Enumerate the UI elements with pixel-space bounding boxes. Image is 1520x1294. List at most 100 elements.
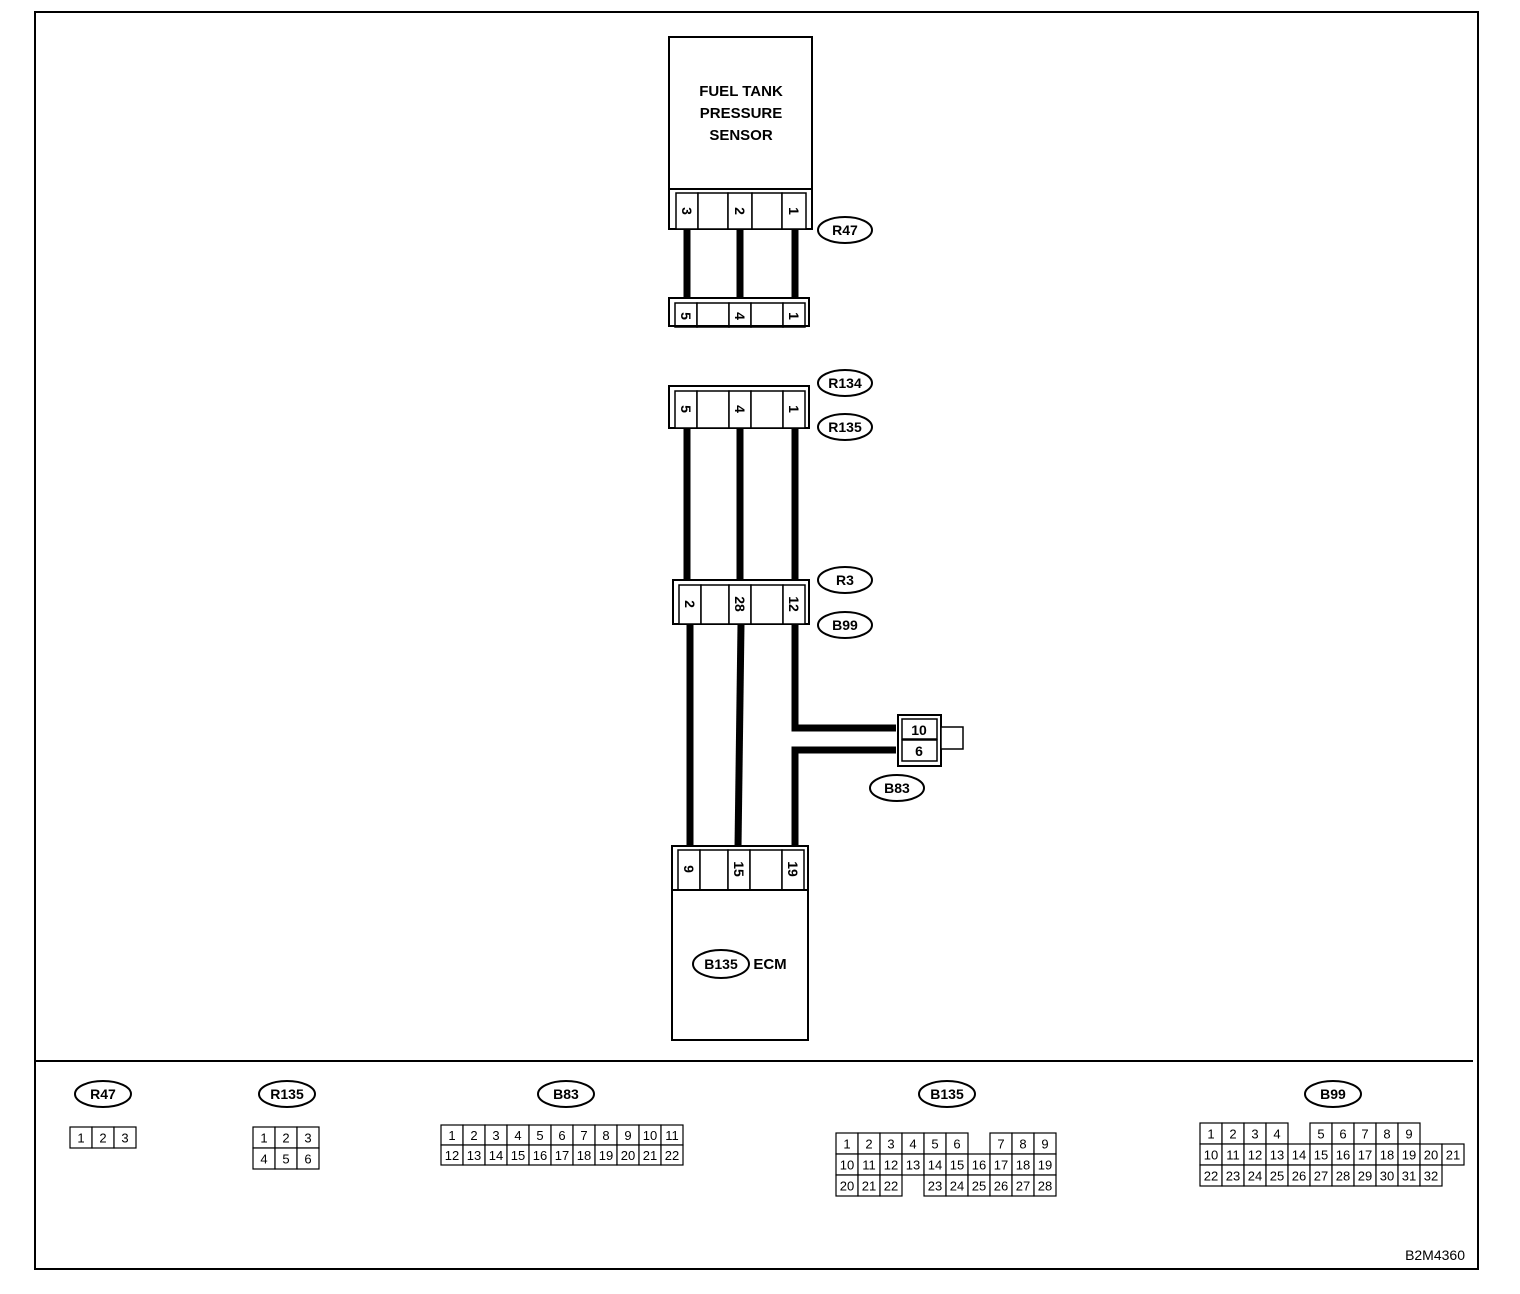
- legend-pin-label: 2: [470, 1128, 477, 1143]
- legend-pin-label: 19: [1038, 1158, 1052, 1173]
- tag-r135: R135: [817, 413, 873, 441]
- legend-pin-label: 26: [994, 1179, 1008, 1194]
- ecm-connector-tag: [692, 949, 750, 979]
- legend-pin-label: 10: [1204, 1148, 1218, 1163]
- ecm-label: ECM: [753, 956, 786, 973]
- legend-pin-label: 1: [260, 1131, 267, 1146]
- legend-pin-label: 1: [1207, 1127, 1214, 1142]
- r3-pin-2: 2: [682, 600, 698, 608]
- legend-pin-label: 3: [887, 1137, 894, 1152]
- legend-pin-label: 11: [1226, 1148, 1240, 1163]
- legend-pin-label: 5: [282, 1152, 289, 1167]
- legend-pin-label: 27: [1016, 1179, 1030, 1194]
- legend-cell: [1033, 1174, 1057, 1197]
- legend-pin-label: 18: [1016, 1158, 1030, 1173]
- svg-text:R135: R135: [828, 419, 862, 435]
- legend-cell: [296, 1147, 320, 1170]
- legend-pin-label: 2: [282, 1131, 289, 1146]
- b83-pin-10: 10: [911, 722, 927, 738]
- ecm-pin-15: 15: [731, 861, 747, 877]
- legend-pin-label: 13: [906, 1158, 920, 1173]
- legend-cell: [113, 1126, 137, 1149]
- legend-pin-label: 3: [121, 1131, 128, 1146]
- legend-pin-label: 6: [1339, 1127, 1346, 1142]
- r135-pin-4: 4: [732, 405, 748, 413]
- legend-pin-label: 31: [1402, 1169, 1416, 1184]
- legend-pin-label: 18: [1380, 1148, 1394, 1163]
- svg-text:R47: R47: [832, 222, 858, 238]
- legend-pin-label: 15: [1314, 1148, 1328, 1163]
- legend-pin-label: 3: [304, 1131, 311, 1146]
- legend-pin-label: 9: [624, 1128, 631, 1143]
- legend-pin-label: 4: [909, 1137, 916, 1152]
- tag-r134: R134: [817, 369, 873, 397]
- legend-pin-label: 3: [1251, 1127, 1258, 1142]
- legend-pin-label: 4: [514, 1128, 521, 1143]
- legend-pin-label: 20: [840, 1179, 854, 1194]
- legend-pin-label: 5: [931, 1137, 938, 1152]
- svg-text:R134: R134: [828, 375, 862, 391]
- legend-pin-label: 19: [599, 1148, 613, 1163]
- legend-pin-label: 19: [1402, 1148, 1416, 1163]
- legend-pin-label: 29: [1358, 1169, 1372, 1184]
- legend-cell: [1441, 1143, 1465, 1166]
- legend-pin-label: 16: [533, 1148, 547, 1163]
- legend-pin-label: 14: [928, 1158, 942, 1173]
- tag-b99: B99: [817, 611, 873, 639]
- legend-pin-label: 3: [492, 1128, 499, 1143]
- r47-pin-1: 1: [786, 207, 802, 215]
- legend-pin-label: 15: [950, 1158, 964, 1173]
- r47-pin-2: 2: [732, 207, 748, 215]
- b83-pin-6: 6: [915, 743, 923, 759]
- legend-pin-label: 2: [865, 1137, 872, 1152]
- legend-pin-label: 28: [1336, 1169, 1350, 1184]
- wires-r135-to-r3: [683, 428, 799, 580]
- legend-pin-label: 32: [1424, 1169, 1438, 1184]
- legend-pin-label: 20: [1424, 1148, 1438, 1163]
- legend-tag-b83: B83: [553, 1086, 579, 1102]
- legend-pin-label: 1: [77, 1131, 84, 1146]
- legend-pin-label: 1: [843, 1137, 850, 1152]
- legend-pin-label: 11: [862, 1158, 876, 1173]
- r134-pin-1: 1: [786, 312, 802, 320]
- legend-cell: [879, 1174, 903, 1197]
- legend-pin-label: 12: [445, 1148, 459, 1163]
- connector-r3-b99: 2 28 12: [672, 579, 810, 625]
- diagram-frame: [34, 11, 1479, 1270]
- legend-pin-label: 4: [260, 1152, 267, 1167]
- legend-pin-label: 21: [1446, 1148, 1460, 1163]
- legend-pin-label: 8: [1019, 1137, 1026, 1152]
- connector-b83: 10 6: [897, 714, 964, 767]
- legend-pin-label: 6: [953, 1137, 960, 1152]
- legend-pin-label: 22: [1204, 1169, 1218, 1184]
- connector-b135-ecm-pins: 9 15 19: [671, 845, 809, 891]
- legend-pin-label: 6: [558, 1128, 565, 1143]
- legend-pin-label: 26: [1292, 1169, 1306, 1184]
- legend-pin-label: 18: [577, 1148, 591, 1163]
- connector-r134-r135-block: 5 4 1: [668, 385, 810, 429]
- legend-pin-label: 17: [994, 1158, 1008, 1173]
- fuel-tank-pressure-sensor: FUEL TANK PRESSURE SENSOR: [668, 36, 813, 190]
- legend-cell: [660, 1144, 684, 1166]
- legend-pin-label: 27: [1314, 1169, 1328, 1184]
- ecm-pin-19: 19: [785, 861, 801, 877]
- legend-pin-label: 24: [950, 1179, 964, 1194]
- figure-code: B2M4360: [1405, 1247, 1465, 1263]
- legend-pin-label: 13: [467, 1148, 481, 1163]
- ecm-box: B135 ECM: [671, 889, 809, 1041]
- legend-pin-label: 23: [1226, 1169, 1240, 1184]
- legend-pin-label: 22: [884, 1179, 898, 1194]
- legend-pin-label: 4: [1273, 1127, 1280, 1142]
- legend-pin-label: 8: [602, 1128, 609, 1143]
- legend-pin-label: 13: [1270, 1148, 1284, 1163]
- legend-pin-label: 22: [665, 1148, 679, 1163]
- r3-pin-12: 12: [786, 596, 802, 612]
- legend-pin-label: 17: [1358, 1148, 1372, 1163]
- legend-pin-label: 25: [1270, 1169, 1284, 1184]
- legend-pin-label: 1: [448, 1128, 455, 1143]
